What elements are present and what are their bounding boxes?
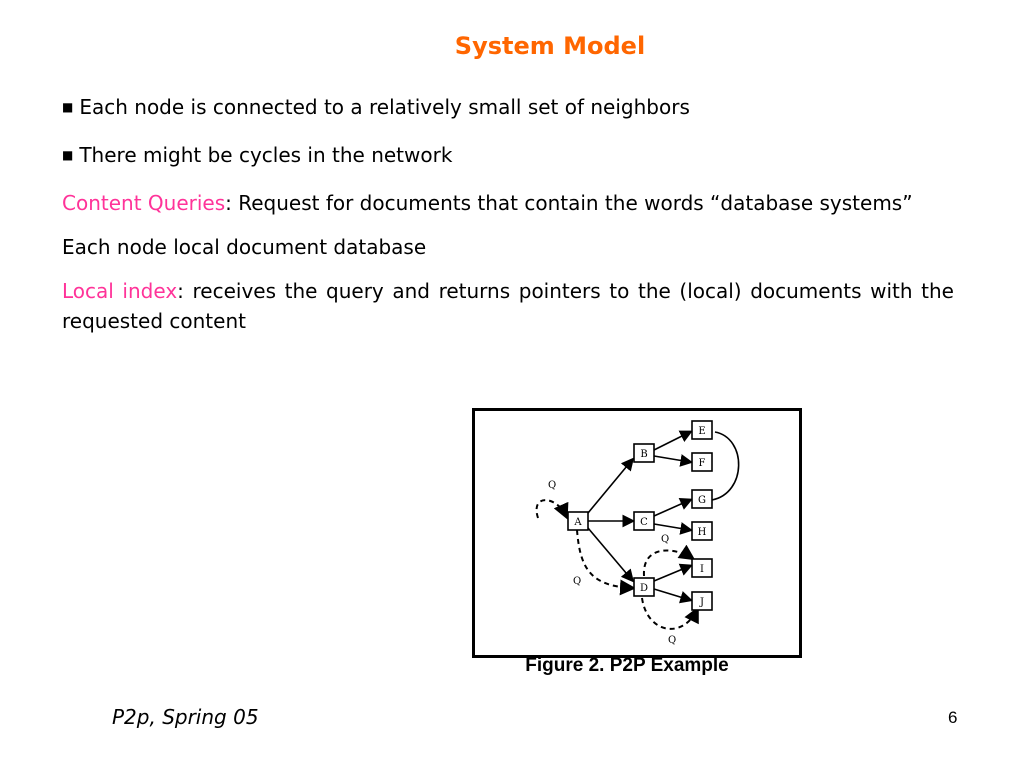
slide-title: System Model <box>454 32 646 60</box>
bullet-text: There might be cycles in the network <box>79 143 453 167</box>
query-label: Q <box>573 576 581 587</box>
svg-text:B: B <box>640 449 647 460</box>
svg-text:G: G <box>698 495 706 506</box>
figure-caption: Figure 2. P2P Example <box>525 655 729 676</box>
svg-text:D: D <box>640 583 648 594</box>
bullet-item: ■ Each node is connected to a relatively … <box>62 92 954 122</box>
node-e: E <box>691 420 713 440</box>
bullet-item: ■ There might be cycles in the network <box>62 140 954 170</box>
svg-text:J: J <box>699 597 704 608</box>
square-bullet-icon: ■ <box>62 100 74 114</box>
node-i: I <box>691 558 713 578</box>
query-label: Q <box>548 480 556 491</box>
node-b: B <box>633 443 655 463</box>
svg-text:H: H <box>698 527 707 538</box>
svg-text:E: E <box>698 426 705 437</box>
local-index-text: : receives the query and returns pointer… <box>62 279 954 333</box>
local-index-term: Local index <box>62 279 178 303</box>
node-h: H <box>691 521 713 541</box>
square-bullet-icon: ■ <box>62 148 74 162</box>
node-j: J <box>691 591 713 611</box>
node-f: F <box>691 452 713 472</box>
bullet-text: Each node is connected to a relatively s… <box>79 95 690 119</box>
content-queries-paragraph: Content Queries: Request for documents t… <box>62 188 954 218</box>
node-d: D <box>633 577 655 597</box>
page-number: 6 <box>948 708 958 727</box>
local-db-paragraph: Each node local document database <box>62 235 427 259</box>
node-c: C <box>633 511 655 531</box>
content-queries-text: : Request for documents that contain the… <box>225 191 913 215</box>
p2p-network-figure: A B C D E F G H I J Q Q Q Q <box>472 408 802 658</box>
solid-edges <box>587 430 740 604</box>
network-nodes: A B C D E F G H I J <box>567 420 713 611</box>
slide-body: ■ Each node is connected to a relatively … <box>62 92 954 350</box>
svg-text:F: F <box>699 458 706 469</box>
local-index-paragraph: Local index: receives the query and retu… <box>62 276 954 336</box>
node-g: G <box>691 489 713 509</box>
query-paths <box>535 499 699 630</box>
query-label: Q <box>668 635 676 646</box>
content-queries-term: Content Queries <box>62 191 226 215</box>
query-labels: Q Q Q Q <box>548 480 676 646</box>
svg-text:A: A <box>573 517 582 528</box>
svg-text:C: C <box>640 517 648 528</box>
footer-text: P2p, Spring 05 <box>112 705 259 729</box>
svg-text:I: I <box>700 564 704 575</box>
node-a: A <box>567 511 589 531</box>
query-label: Q <box>661 534 669 545</box>
